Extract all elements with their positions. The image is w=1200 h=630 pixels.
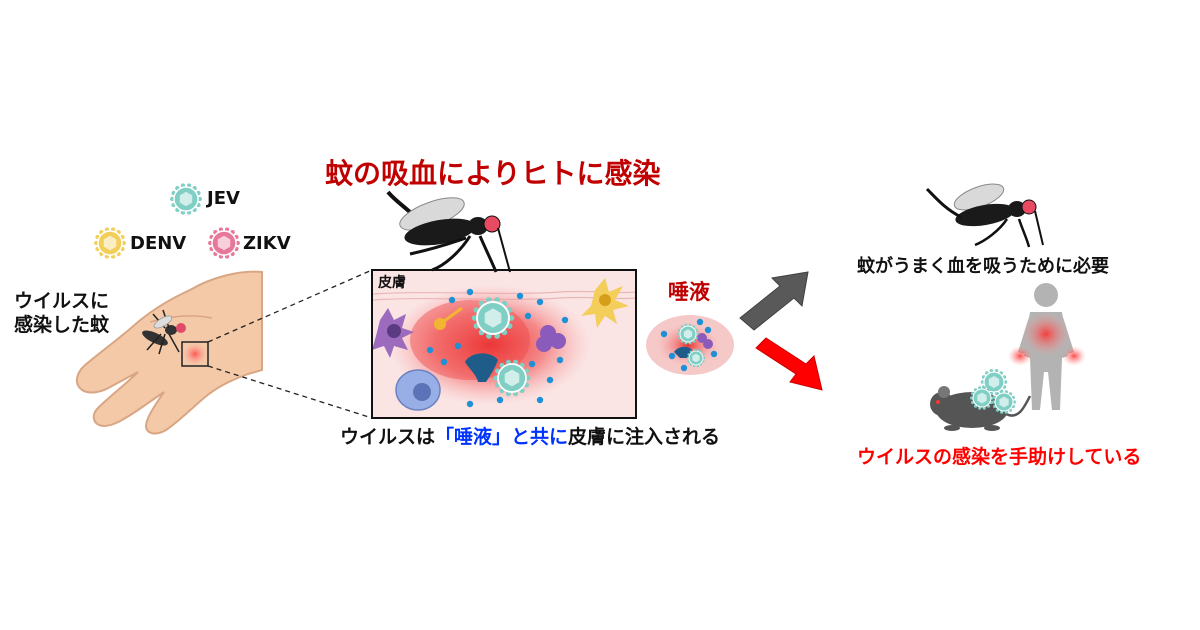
skin-cross-section — [371, 270, 637, 418]
saliva-dot — [466, 288, 474, 296]
saliva-dot — [696, 318, 704, 326]
injection-caption-part1: ウイルスは — [340, 426, 436, 448]
saliva-dot — [440, 358, 448, 366]
saliva-dot — [528, 360, 536, 368]
right-mosquito-icon — [925, 183, 1044, 248]
skin-virus-particle — [471, 297, 515, 339]
zoom-line-bottom — [207, 365, 373, 419]
hand-illustration — [76, 270, 263, 435]
virus-particles — [471, 297, 1016, 414]
saliva-role-caption: 蚊がうまく血を吸うために必要 — [857, 256, 1109, 277]
skin-box-frame — [371, 269, 637, 419]
legend-label-jev: JEV — [207, 188, 240, 209]
saliva-blob — [646, 315, 734, 375]
virus-legend-icons — [94, 183, 240, 259]
gray-arrow — [739, 271, 809, 331]
infected-mosquito-caption: ウイルスに 感染した蚊 — [14, 290, 109, 338]
saliva-dot — [466, 400, 474, 408]
small-mosquito-icon — [142, 309, 186, 355]
saliva-dot — [660, 330, 668, 338]
mosquito-icon — [386, 190, 511, 273]
denv-virus-icon — [94, 227, 126, 259]
legend-label-denv: DENV — [130, 233, 187, 254]
injection-caption-part2: 「唾液」と共に — [435, 426, 569, 448]
saliva-particles — [426, 288, 718, 408]
saliva-label: 唾液 — [668, 280, 710, 304]
saliva-dot — [524, 312, 532, 320]
mouse-virus-particle — [980, 368, 1008, 396]
mouse-virus-particle — [970, 386, 994, 410]
saliva-dot — [536, 396, 544, 404]
saliva-virus-particle — [686, 348, 706, 368]
jev-virus-icon — [170, 183, 202, 215]
saliva-dot — [426, 346, 434, 354]
skin-label: 皮膚 — [378, 275, 406, 291]
title-text: 蚊の吸血によりヒトに感染 — [325, 157, 661, 190]
zoom-line-top — [207, 269, 373, 343]
human-silhouette — [1008, 283, 1086, 410]
injection-caption-part3: 皮膚に注入される — [568, 426, 721, 448]
saliva-dot — [710, 350, 718, 358]
saliva-dot — [454, 342, 462, 350]
saliva-dot — [668, 352, 676, 360]
saliva-dot — [496, 396, 504, 404]
saliva-virus-particle — [677, 323, 699, 345]
saliva-dot — [704, 326, 712, 334]
saliva-dot — [680, 364, 688, 372]
infection-help-caption: ウイルスの感染を手助けしている — [857, 446, 1142, 468]
skin-virus-particle — [493, 359, 531, 397]
saliva-dot — [448, 296, 456, 304]
red-arrow — [755, 337, 823, 391]
mouse-virus-particle — [992, 390, 1016, 414]
zikv-virus-icon — [208, 227, 240, 259]
saliva-dot — [561, 316, 569, 324]
injection-caption: ウイルスは「唾液」と共に皮膚に注入される — [340, 428, 720, 447]
diagram-title: 蚊の吸血によりヒトに感染 — [325, 160, 660, 188]
infected-caption-line1: ウイルスに — [14, 290, 110, 312]
infected-caption-line2: 感染した蚊 — [14, 313, 110, 336]
saliva-dot — [536, 298, 544, 306]
saliva-dot — [516, 292, 524, 300]
saliva-dot — [556, 356, 564, 364]
legend-label-zikv: ZIKV — [243, 233, 291, 254]
saliva-dot — [546, 376, 554, 384]
